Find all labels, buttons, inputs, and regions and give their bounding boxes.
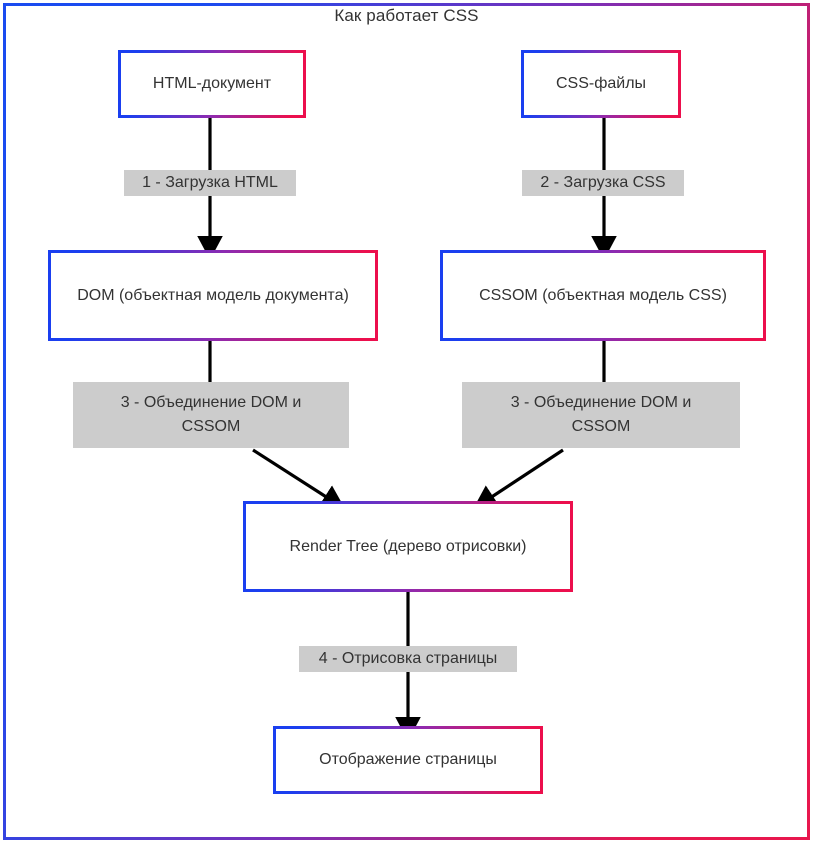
node-render-tree-label: Render Tree (дерево отрисовки) <box>246 504 570 589</box>
node-html-document-label: HTML-документ <box>121 53 303 115</box>
node-cssom[interactable]: CSSOM (объектная модель CSS) <box>440 250 766 341</box>
node-css-files[interactable]: CSS-файлы <box>521 50 681 118</box>
step-label-3-left: 3 - Объединение DOM и CSSOM <box>73 382 349 448</box>
node-html-document[interactable]: HTML-документ <box>118 50 306 118</box>
node-cssom-label: CSSOM (объектная модель CSS) <box>443 253 763 338</box>
diagram-title: Как работает CSS <box>334 6 479 25</box>
step-label-1: 1 - Загрузка HTML <box>124 170 296 196</box>
node-page-display-label: Отображение страницы <box>276 729 540 791</box>
step-label-2: 2 - Загрузка CSS <box>522 170 684 196</box>
step-label-3-right: 3 - Объединение DOM и CSSOM <box>462 382 740 448</box>
node-render-tree[interactable]: Render Tree (дерево отрисовки) <box>243 501 573 592</box>
node-page-display[interactable]: Отображение страницы <box>273 726 543 794</box>
node-dom-label: DOM (объектная модель документа) <box>51 253 375 338</box>
node-css-files-label: CSS-файлы <box>524 53 678 115</box>
step-label-4: 4 - Отрисовка страницы <box>299 646 517 672</box>
node-dom[interactable]: DOM (объектная модель документа) <box>48 250 378 341</box>
